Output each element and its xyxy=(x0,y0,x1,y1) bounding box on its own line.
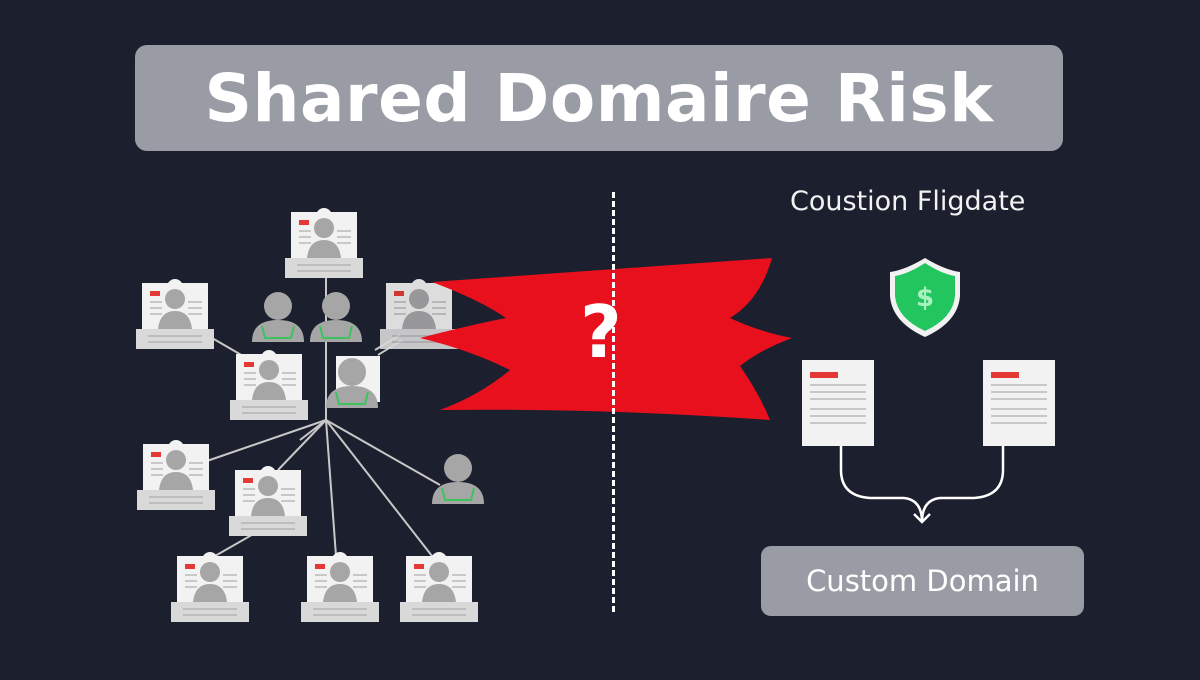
profile-card xyxy=(301,552,379,622)
profile-card xyxy=(400,552,478,622)
custom-domain-box: Custom Domain xyxy=(761,546,1084,616)
merge-arrow xyxy=(839,446,1005,524)
profile-card xyxy=(230,350,308,420)
person-icon xyxy=(251,291,305,343)
shield-dollar-icon: $ xyxy=(890,258,960,337)
svg-text:$: $ xyxy=(916,283,934,313)
question-mark-icon: ? xyxy=(580,290,622,374)
person-icon xyxy=(431,453,485,505)
profile-card xyxy=(229,466,307,536)
right-panel-heading: Coustion Fligdate xyxy=(790,186,1026,217)
profile-card xyxy=(171,552,249,622)
person-icon xyxy=(309,291,363,343)
title-banner: Shared Domaire Risk xyxy=(135,45,1063,151)
document-icon xyxy=(802,360,874,446)
person-icon xyxy=(325,356,380,409)
profile-card xyxy=(136,279,214,349)
custom-domain-label: Custom Domain xyxy=(806,564,1039,598)
document-icon xyxy=(983,360,1055,446)
profile-card xyxy=(137,440,215,510)
section-divider xyxy=(612,192,615,612)
warning-banner-shape xyxy=(420,258,792,420)
profile-card xyxy=(285,208,363,278)
page-title: Shared Domaire Risk xyxy=(204,59,994,137)
